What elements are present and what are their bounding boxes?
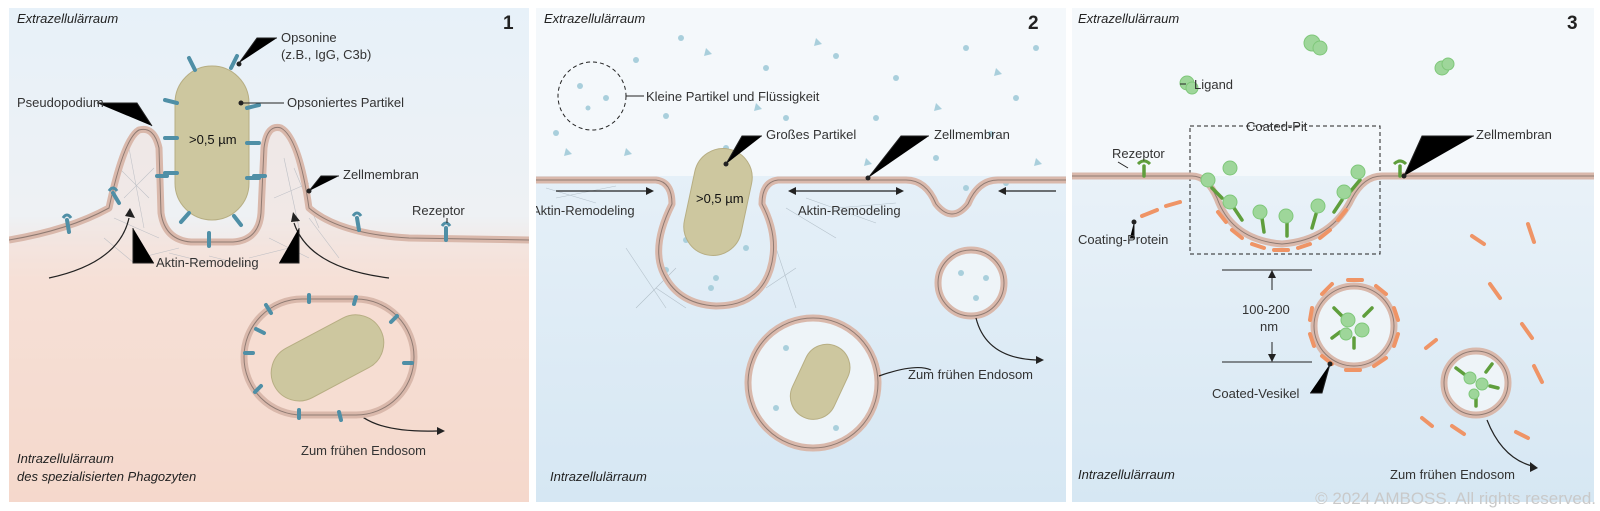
particle-size-label: >0,5 µm xyxy=(189,132,237,147)
small-particles-label: Kleine Partikel und Flüssigkeit xyxy=(646,89,820,104)
pseudopodium-label: Pseudopodium xyxy=(17,95,104,110)
receptor-label: Rezeptor xyxy=(1112,146,1165,161)
coated-pit-label: Coated-Pit xyxy=(1246,119,1308,134)
receptor-label: Rezeptor xyxy=(412,203,465,218)
panel-2-illustration xyxy=(536,8,1066,502)
large-particle-label: Großes Partikel xyxy=(766,127,857,142)
actin-remodeling-right-label: Aktin-Remodeling xyxy=(798,203,901,218)
opsonine-examples-label: (z.B., IgG, C3b) xyxy=(281,47,372,62)
extracellular-label: Extrazellulärraum xyxy=(1078,11,1180,26)
panel-pinocytosis-macropinocytosis: 2 Extrazellulärraum Kleine Partikel und … xyxy=(536,8,1066,502)
vesicle-size-label: 100-200 xyxy=(1242,302,1290,317)
panel-phagocytosis: 1 Extrazellulärraum Opsonine (z.B., IgG,… xyxy=(9,8,529,502)
ligand-label: Ligand xyxy=(1194,77,1234,92)
early-endosome-label: Zum frühen Endosom xyxy=(908,367,1034,382)
panel-3-illustration xyxy=(1072,8,1594,502)
coating-protein-label: Coating-Protein xyxy=(1078,232,1169,247)
opsonized-particle-label: Opsoniertes Partikel xyxy=(287,95,405,110)
panel-number: 1 xyxy=(503,13,514,34)
panel-number: 3 xyxy=(1567,13,1578,34)
vesicle-size-unit-label: nm xyxy=(1260,319,1279,334)
panel-number: 2 xyxy=(1028,13,1039,34)
phagocyte-label: des spezialisierten Phagozyten xyxy=(17,469,197,484)
intracellular-label: Intrazellulärraum xyxy=(17,451,114,466)
particle-size-label: >0,5 µm xyxy=(696,191,744,206)
early-endosome-label: Zum frühen Endosom xyxy=(301,443,427,458)
cell-membrane-label: Zellmembran xyxy=(343,167,419,182)
cell-membrane-label: Zellmembran xyxy=(934,127,1010,142)
cell-membrane-label: Zellmembran xyxy=(1476,127,1552,142)
panel-receptor-mediated-endocytosis: 3 Extrazellulärraum Ligand Coated-Pit Ze… xyxy=(1072,8,1594,502)
actin-remodeling-label: Aktin-Remodeling xyxy=(156,255,259,270)
intracellular-label: Intrazellulärraum xyxy=(550,469,647,484)
early-endosome-label: Zum frühen Endosom xyxy=(1390,467,1516,482)
actin-remodeling-left-label: Aktin-Remodeling xyxy=(536,203,635,218)
copyright-notice: © 2024 AMBOSS. All rights reserved. xyxy=(1315,489,1596,508)
coated-vesicle-label: Coated-Vesikel xyxy=(1212,386,1300,401)
panel-1-illustration xyxy=(9,8,529,502)
extracellular-label: Extrazellulärraum xyxy=(17,11,119,26)
intracellular-label: Intrazellulärraum xyxy=(1078,467,1175,482)
opsonine-label: Opsonine xyxy=(281,30,337,45)
extracellular-label: Extrazellulärraum xyxy=(544,11,646,26)
